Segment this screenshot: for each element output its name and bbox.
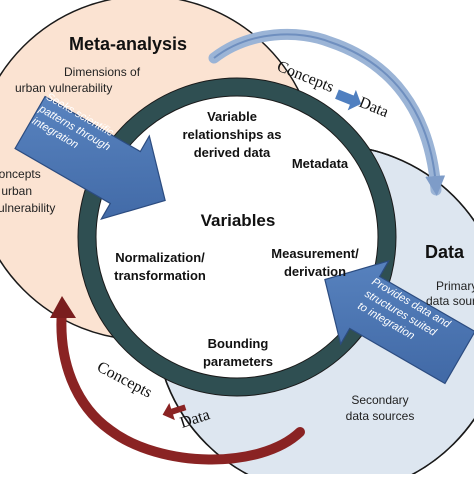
- top-concepts-to-data-arrow: [335, 89, 362, 111]
- normalization-1: Normalization/: [115, 250, 205, 265]
- measurement-1: Measurement/: [271, 246, 359, 261]
- meta-analysis-title: Meta-analysis: [69, 34, 187, 54]
- primary-sources-2: data sources: [426, 294, 474, 308]
- measurement-2: derivation: [284, 264, 346, 279]
- concepts-label-3: vulnerability: [0, 201, 55, 215]
- bottom-flow-arc-head: [50, 296, 76, 318]
- relationships-3: derived data: [194, 145, 271, 160]
- secondary-sources-2: data sources: [346, 409, 415, 423]
- top-flow-arc-core: [213, 33, 446, 196]
- data-title: Data: [425, 242, 465, 262]
- bounding-2: parameters: [203, 354, 273, 369]
- top-data-label: Data: [357, 94, 391, 121]
- concepts-label-2: of urban: [0, 184, 32, 198]
- central-circle: [95, 95, 379, 379]
- left-arrow: [14, 95, 166, 221]
- relationships-2: relationships as: [183, 127, 282, 142]
- metadata-label: Metadata: [292, 156, 349, 171]
- normalization-2: transformation: [114, 268, 206, 283]
- dimensions-label-1: Dimensions of: [64, 65, 141, 79]
- bounding-1: Bounding: [208, 336, 269, 351]
- variables-title: Variables: [201, 211, 276, 230]
- relationships-1: Variable: [207, 109, 257, 124]
- central-ring-outer-edge: [77, 77, 397, 397]
- bottom-flow-arc: [56, 305, 305, 465]
- dimensions-label-2: urban vulnerability: [15, 81, 112, 95]
- concepts-label-1: Concepts: [0, 167, 41, 181]
- right-arrow: [324, 259, 474, 385]
- secondary-sources-1: Secondary: [351, 393, 408, 407]
- primary-sources-1: Primary: [436, 279, 474, 293]
- central-ring: [78, 78, 396, 396]
- bottom-data-to-concepts-arrow: [162, 403, 187, 421]
